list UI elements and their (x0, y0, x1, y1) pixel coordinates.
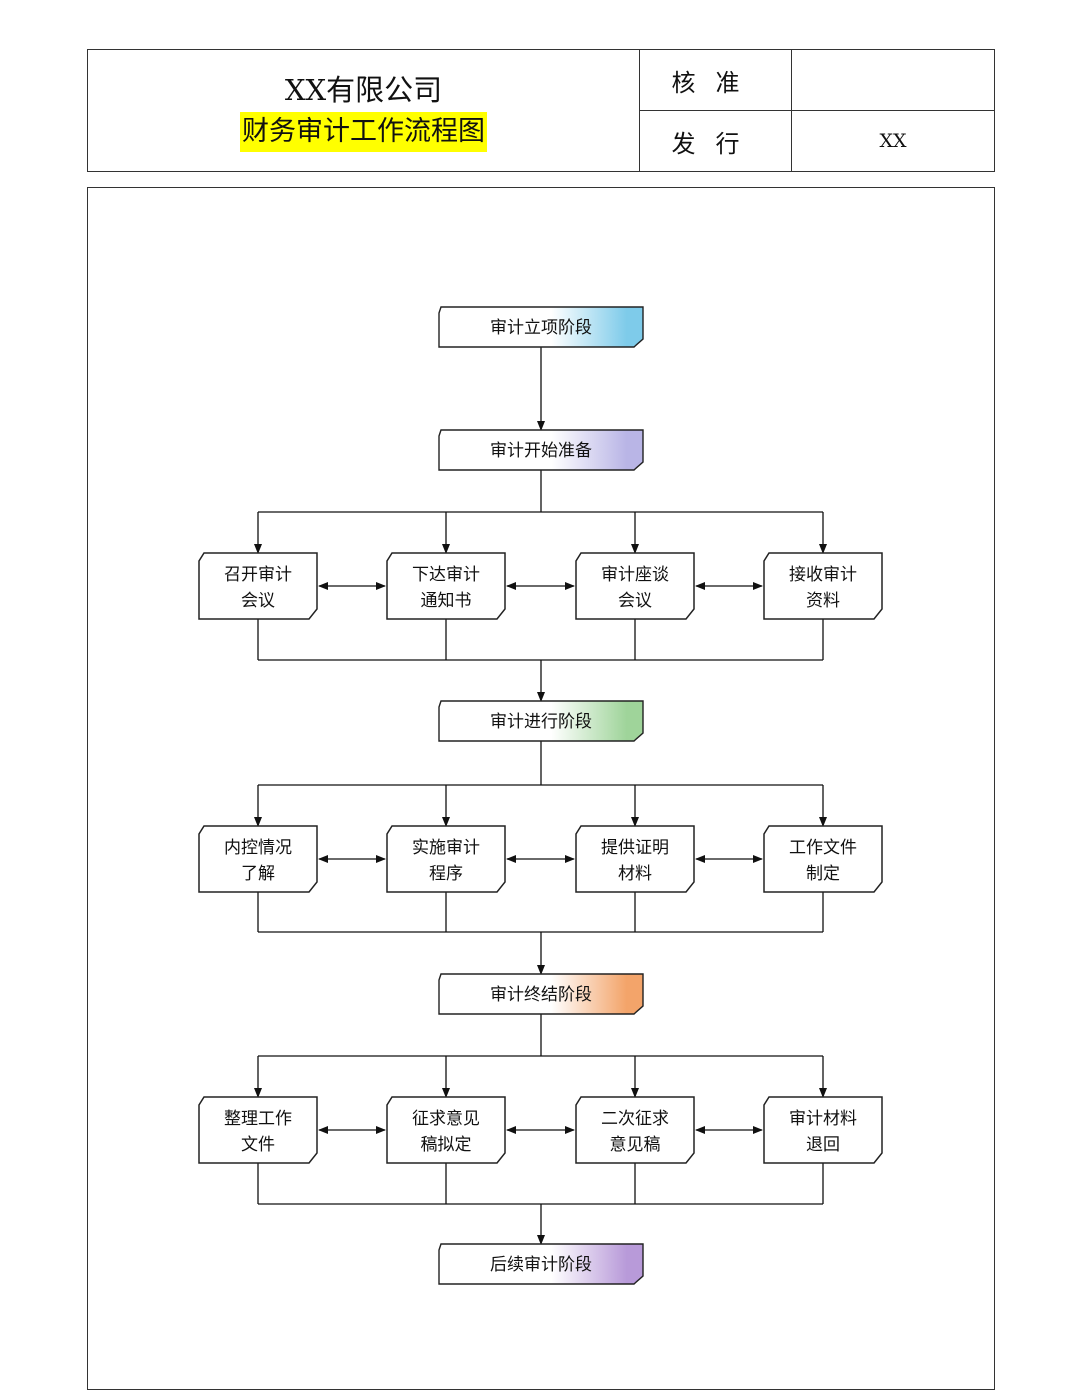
company-name: XX有限公司 (284, 73, 443, 107)
approve-label: 核准 (640, 50, 792, 111)
stage-label: 审计终结阶段 (490, 985, 592, 1005)
stage-node-4: 审计终结阶段 (438, 973, 644, 1015)
process-label: 会议 (241, 591, 275, 611)
process-label: 文件 (241, 1135, 275, 1155)
process-shape (575, 825, 695, 893)
process-label: 资料 (806, 591, 840, 611)
issue-value: XX (879, 130, 907, 152)
process-shape (575, 552, 695, 620)
stage-node-3: 审计进行阶段 (438, 700, 644, 742)
process-label: 内控情况 (224, 838, 292, 858)
stage-node-2: 审计开始准备 (438, 429, 644, 471)
process-label: 程序 (429, 864, 463, 884)
issue-label: 发行 (640, 111, 792, 171)
process-label: 意见稿 (610, 1135, 661, 1155)
process-label: 征求意见 (412, 1109, 480, 1129)
stage-shape (438, 973, 644, 1015)
process-label: 下达审计 (412, 565, 480, 585)
process-label: 整理工作 (224, 1109, 292, 1129)
process-label: 审计座谈 (601, 565, 669, 585)
process-label: 稿拟定 (421, 1135, 472, 1155)
stage-shape (438, 700, 644, 742)
process-shape (386, 825, 506, 893)
header-table: XX有限公司 财务审计工作流程图 核准 发行 XX (87, 49, 995, 172)
process-label: 接收审计 (789, 565, 857, 585)
process-label: 审计材料 (789, 1109, 857, 1129)
process-label: 通知书 (421, 591, 472, 611)
header-title-cell: XX有限公司 财务审计工作流程图 (88, 50, 640, 171)
stage-label: 审计进行阶段 (490, 712, 592, 732)
process-shape (386, 1096, 506, 1164)
process-label: 提供证明 (601, 838, 669, 858)
process-label: 工作文件 (789, 838, 857, 858)
flowchart-frame (87, 187, 995, 1390)
process-label: 二次征求 (601, 1109, 669, 1129)
process-shape (763, 552, 883, 620)
nodes: 审计立项阶段审计开始准备审计进行阶段审计终结阶段后续审计阶段召开审计会议下达审计… (198, 306, 883, 1285)
process-shape (198, 552, 318, 620)
stage-label: 后续审计阶段 (490, 1255, 592, 1275)
stage-label: 审计开始准备 (490, 441, 592, 461)
process-label: 召开审计 (224, 565, 292, 585)
process-label: 退回 (806, 1135, 840, 1155)
process-shape (575, 1096, 695, 1164)
process-label: 会议 (618, 591, 652, 611)
stage-shape (438, 1243, 644, 1285)
stage-node-1: 审计立项阶段 (438, 306, 644, 348)
document-title: 财务审计工作流程图 (240, 112, 487, 152)
stage-label: 审计立项阶段 (490, 318, 592, 338)
stage-shape (438, 429, 644, 471)
process-label: 实施审计 (412, 838, 480, 858)
process-label: 制定 (806, 864, 840, 884)
process-label: 了解 (241, 864, 275, 884)
connectors (254, 347, 827, 1245)
stage-node-5: 后续审计阶段 (438, 1243, 644, 1285)
stage-shape (438, 306, 644, 348)
process-shape (386, 552, 506, 620)
process-shape (763, 825, 883, 893)
approve-value (792, 50, 994, 111)
process-label: 材料 (618, 864, 652, 884)
process-shape (198, 1096, 318, 1164)
process-shape (763, 1096, 883, 1164)
process-shape (198, 825, 318, 893)
